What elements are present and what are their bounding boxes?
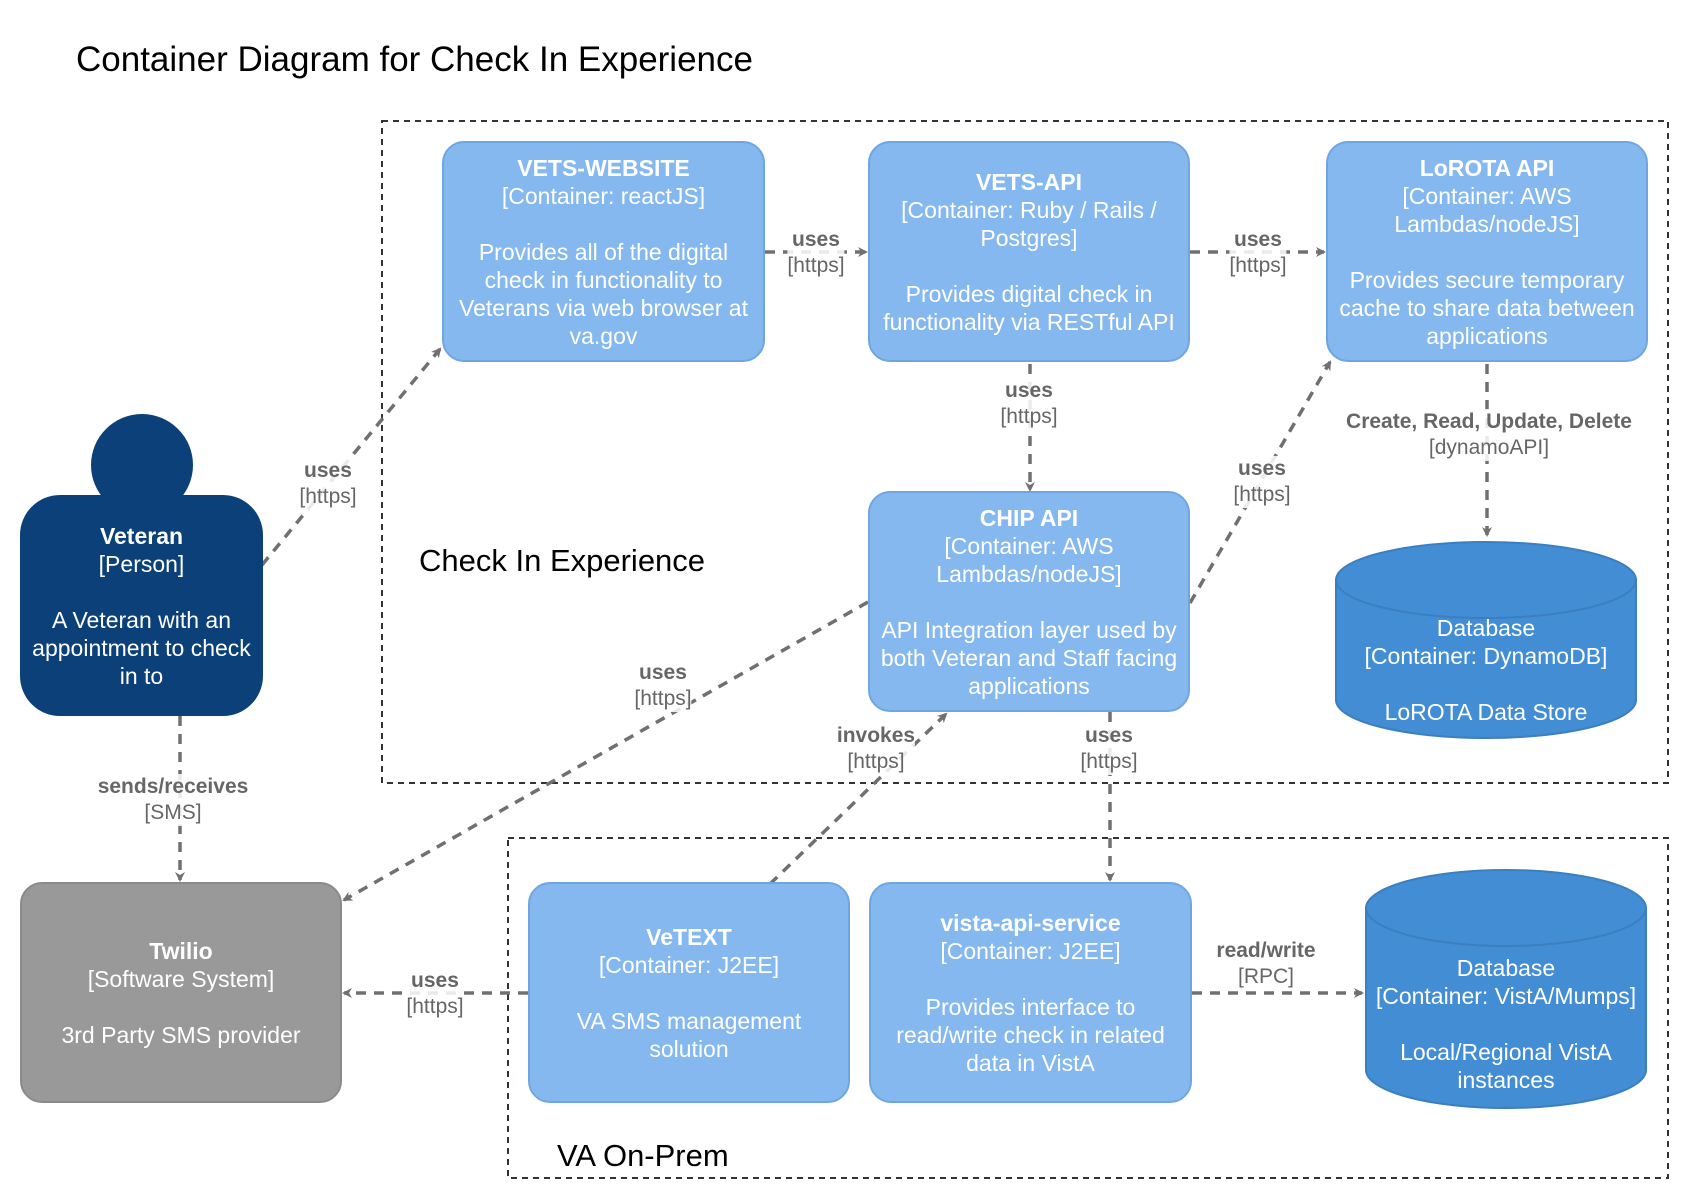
label-chip-lorota: uses [https] — [1233, 456, 1291, 508]
dynamodb-type: [Container: DynamoDB] — [1364, 643, 1608, 669]
arrow-vetext-chip — [768, 712, 948, 886]
veteran-desc: A Veteran with an appointment to check i… — [32, 606, 251, 689]
vista-api-name: vista-api-service — [940, 909, 1121, 936]
chip-api-name: CHIP API — [979, 504, 1079, 531]
vets-website-type: [Container: reactJS] — [501, 182, 706, 209]
vetext-type: [Container: J2EE] — [598, 951, 780, 978]
vetext-desc: VA SMS management solution — [576, 1007, 802, 1062]
lorota-api-name: LoROTA API — [1419, 154, 1555, 181]
arrow-veteran-website — [260, 347, 442, 567]
label-vetext-chip: invokes [https] — [836, 723, 916, 775]
vets-website-desc: Provides all of the digital check in fun… — [459, 238, 748, 349]
on-prem-boundary — [507, 837, 1669, 1179]
vista-db-cylinder — [1365, 869, 1647, 1109]
vista-db-name: Database — [1456, 955, 1556, 981]
vetext-name: VeTEXT — [646, 923, 732, 950]
dynamodb-database[interactable]: Database [Container: DynamoDB] LoROTA Da… — [1336, 606, 1636, 734]
chip-api-container[interactable]: CHIP API [Container: AWS Lambdas/nodeJS]… — [868, 491, 1190, 712]
label-vetext-twilio: uses [https] — [406, 968, 464, 1020]
label-chip-vista: uses [https] — [1080, 723, 1138, 775]
vista-api-type: [Container: J2EE] — [940, 937, 1121, 964]
twilio-type: [Software System] — [87, 965, 275, 992]
on-prem-boundary-label: VA On-Prem — [557, 1138, 729, 1173]
vista-database[interactable]: Database [Container: VistA/Mumps] Local/… — [1366, 944, 1646, 1104]
vista-db-type: [Container: VistA/Mumps] — [1375, 983, 1637, 1009]
diagram-title: Container Diagram for Check In Experienc… — [76, 40, 753, 79]
label-veteran-website: uses [https] — [299, 458, 357, 510]
vets-api-desc: Provides digital check in functionality … — [883, 280, 1175, 335]
vets-api-container[interactable]: VETS-API [Container: Ruby / Rails / Post… — [868, 141, 1190, 362]
label-vista-rw: read/write [RPC] — [1216, 938, 1316, 990]
vista-db-desc: Local/Regional VistA instances — [1400, 1039, 1612, 1093]
arrow-chip-twilio — [342, 600, 869, 902]
label-api-lorota: uses [https] — [1229, 227, 1287, 279]
veteran-name: Veteran — [99, 522, 184, 549]
check-in-boundary-label: Check In Experience — [419, 543, 706, 578]
lorota-api-desc: Provides secure temporary cache to share… — [1339, 266, 1635, 349]
label-api-chip: uses [https] — [1000, 378, 1058, 430]
label-chip-twilio: uses [https] — [634, 660, 692, 712]
vets-website-name: VETS-WEBSITE — [517, 154, 690, 181]
twilio-desc: 3rd Party SMS provider — [61, 1021, 301, 1048]
twilio-name: Twilio — [149, 937, 213, 964]
vista-api-desc: Provides interface to read/write check i… — [896, 993, 1165, 1076]
dynamodb-cylinder — [1335, 541, 1637, 739]
vista-api-service-container[interactable]: vista-api-service [Container: J2EE] Prov… — [869, 882, 1192, 1103]
dynamodb-desc: LoROTA Data Store — [1384, 699, 1588, 725]
label-lorota-dynamo: Create, Read, Update, Delete [dynamoAPI] — [1346, 409, 1632, 461]
twilio-system[interactable]: Twilio [Software System] 3rd Party SMS p… — [20, 882, 342, 1103]
vets-api-type: [Container: Ruby / Rails / Postgres] — [901, 196, 1157, 251]
label-website-api: uses [https] — [787, 227, 845, 279]
veteran-type: [Person] — [98, 550, 185, 577]
veteran-person[interactable]: Veteran [Person] A Veteran with an appoi… — [20, 495, 263, 716]
dynamodb-name: Database — [1436, 615, 1536, 641]
vetext-container[interactable]: VeTEXT [Container: J2EE] VA SMS manageme… — [528, 882, 850, 1103]
chip-api-type: [Container: AWS Lambdas/nodeJS] — [936, 532, 1122, 587]
chip-api-desc: API Integration layer used by both Veter… — [880, 616, 1178, 699]
lorota-api-container[interactable]: LoROTA API [Container: AWS Lambdas/nodeJ… — [1326, 141, 1648, 362]
label-veteran-twilio: sends/receives [SMS] — [97, 774, 249, 826]
check-in-boundary — [381, 120, 1669, 784]
vets-website-container[interactable]: VETS-WEBSITE [Container: reactJS] Provid… — [442, 141, 765, 362]
vets-api-name: VETS-API — [975, 168, 1083, 195]
lorota-api-type: [Container: AWS Lambdas/nodeJS] — [1394, 182, 1580, 237]
